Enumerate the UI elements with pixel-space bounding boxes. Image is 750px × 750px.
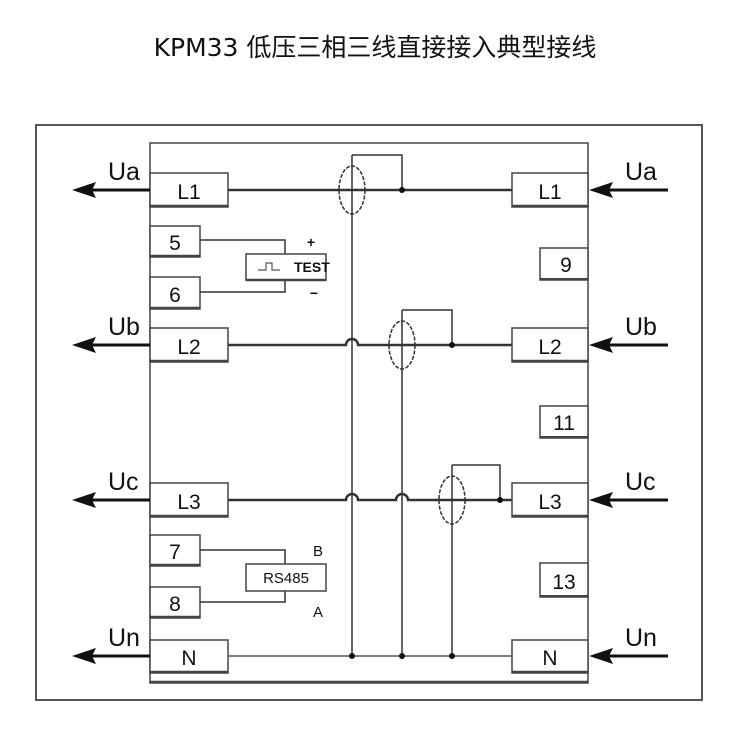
terminal-label: N bbox=[542, 647, 557, 670]
left-terminal-7: 7 bbox=[149, 534, 201, 567]
left-terminal-n: N bbox=[149, 639, 229, 674]
right-terminal-l1: L1 bbox=[511, 172, 589, 208]
right-terminal-13: 13 bbox=[539, 562, 589, 598]
signal-label: Un bbox=[108, 624, 140, 652]
arrow-left-icon bbox=[72, 182, 96, 198]
outer-frame bbox=[35, 124, 703, 701]
terminal-label: 13 bbox=[552, 571, 575, 594]
terminal-label: L2 bbox=[177, 336, 200, 359]
right-signal-ua: Ua bbox=[589, 158, 668, 198]
phase-line-l3 bbox=[228, 492, 512, 502]
signal-label: Ub bbox=[625, 313, 657, 341]
left-signal-un: Un bbox=[72, 624, 150, 664]
rs485-a-label: A bbox=[313, 604, 323, 621]
arrow-left-icon bbox=[589, 492, 613, 508]
signal-label: Uc bbox=[625, 468, 656, 496]
junction-dot bbox=[497, 497, 503, 503]
left-signal-ub: Ub bbox=[72, 313, 150, 353]
test-minus-label: − bbox=[310, 285, 318, 301]
diagram-title: KPM33 低压三相三线直接接入典型接线 bbox=[153, 33, 597, 62]
arrow-left-icon bbox=[589, 648, 613, 664]
right-terminal-n: N bbox=[511, 639, 589, 674]
terminal-label: 11 bbox=[553, 412, 575, 435]
terminal-label: 9 bbox=[560, 254, 572, 277]
right-signal-uc: Uc bbox=[589, 468, 668, 508]
current-transformer-1 bbox=[338, 165, 366, 215]
left-terminal-l3: L3 bbox=[149, 482, 229, 518]
phase-line-l2 bbox=[228, 337, 512, 347]
arrow-left-icon bbox=[589, 337, 613, 353]
left-terminal-l2: L2 bbox=[149, 327, 229, 363]
test-label: TEST bbox=[294, 259, 330, 275]
pulse-icon bbox=[258, 262, 280, 271]
right-terminal-l2: L2 bbox=[511, 327, 589, 363]
left-signal-uc: Uc bbox=[72, 468, 150, 508]
terminal-label: 6 bbox=[169, 284, 181, 307]
terminal-label: L2 bbox=[538, 336, 561, 359]
signal-label: Ua bbox=[625, 158, 657, 186]
rs485-b-label: B bbox=[313, 543, 323, 560]
arrow-left-icon bbox=[589, 182, 613, 198]
signal-label: Ub bbox=[108, 313, 140, 341]
right-terminal-l3: L3 bbox=[511, 482, 589, 518]
ct2-loop bbox=[402, 309, 453, 345]
right-terminal-11: 11 bbox=[539, 405, 589, 439]
junction-dot bbox=[449, 653, 455, 659]
junction-dot bbox=[399, 653, 405, 659]
junction-dot bbox=[399, 187, 405, 193]
left-signal-ua: Ua bbox=[72, 158, 150, 198]
junction-dot bbox=[449, 342, 455, 348]
left-terminal-8: 8 bbox=[149, 586, 201, 619]
left-terminal-l1: L1 bbox=[149, 172, 229, 208]
left-terminal-5: 5 bbox=[149, 225, 201, 258]
ct3-loop bbox=[452, 464, 501, 500]
signal-label: Uc bbox=[108, 468, 139, 496]
right-terminal-9: 9 bbox=[539, 247, 589, 281]
terminal-label: 8 bbox=[169, 593, 181, 616]
rs485-interface: RS485 B A bbox=[200, 543, 327, 621]
test-plus-label: + bbox=[307, 234, 315, 250]
right-signal-ub: Ub bbox=[589, 313, 668, 353]
rs485-label: RS485 bbox=[263, 570, 309, 587]
terminal-label: 7 bbox=[169, 541, 181, 564]
signal-label: Un bbox=[625, 624, 657, 652]
current-transformer-3 bbox=[438, 475, 466, 525]
arrow-left-icon bbox=[72, 648, 96, 664]
left-terminal-6: 6 bbox=[149, 276, 201, 310]
terminal-label: 5 bbox=[169, 232, 181, 255]
ct1-loop bbox=[352, 154, 403, 190]
test-pulse-output: TEST + − bbox=[200, 234, 330, 301]
signal-label: Ua bbox=[108, 158, 140, 186]
right-signal-un: Un bbox=[589, 624, 668, 664]
terminal-label: L1 bbox=[538, 181, 561, 204]
junction-dot bbox=[349, 653, 355, 659]
current-transformer-2 bbox=[388, 320, 416, 370]
arrow-left-icon bbox=[72, 492, 96, 508]
arrow-left-icon bbox=[72, 337, 96, 353]
terminal-label: L1 bbox=[177, 181, 200, 204]
terminal-label: L3 bbox=[177, 491, 200, 514]
terminal-label: L3 bbox=[538, 491, 561, 514]
terminal-label: N bbox=[181, 647, 196, 670]
